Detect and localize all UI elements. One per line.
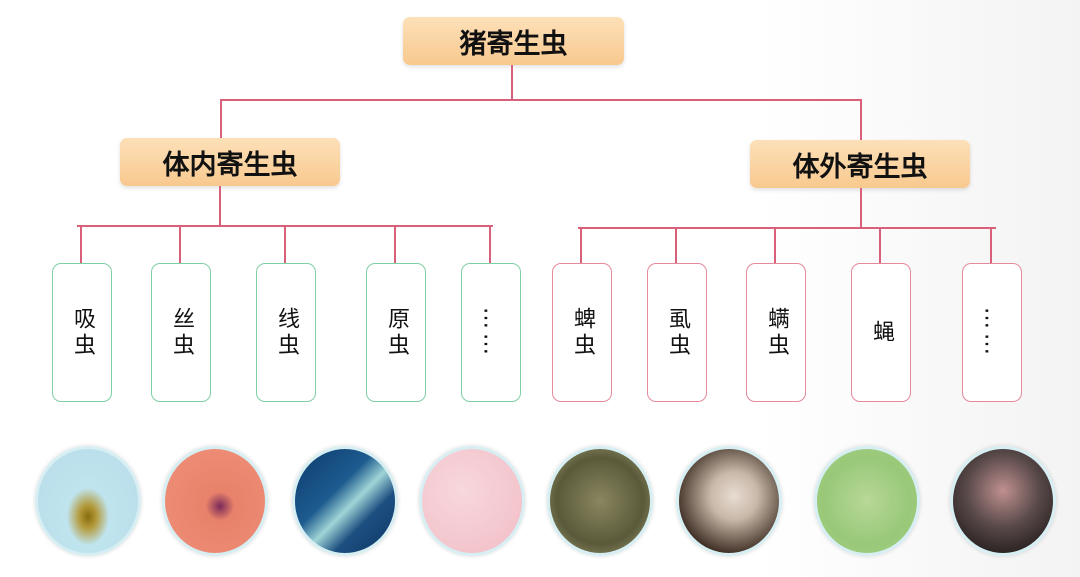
internal-node: 体内寄生虫: [120, 138, 340, 186]
connector: [578, 227, 996, 229]
root-label: 猪寄生虫: [459, 28, 568, 60]
connector: [489, 226, 491, 263]
connector: [284, 226, 286, 263]
tick-photo: [547, 446, 653, 556]
filaria-photo: [162, 446, 268, 556]
leaf-node: ……: [962, 263, 1022, 402]
connector: [879, 228, 881, 263]
external-label: 体外寄生虫: [792, 151, 928, 183]
leaf-node: 原虫: [366, 263, 426, 402]
leaf-node: 蝇: [851, 263, 911, 402]
nematode-photo: [292, 446, 398, 556]
leaf-node: 线虫: [256, 263, 316, 402]
connector: [80, 226, 82, 263]
leaf-label: 虱虫: [665, 306, 690, 359]
internal-label: 体内寄生虫: [162, 149, 298, 181]
connector: [511, 65, 513, 101]
connector: [860, 188, 862, 228]
leaf-label: ……: [979, 306, 1005, 359]
connector: [179, 226, 181, 263]
mite-photo: [814, 446, 920, 556]
leaf-label: ……: [478, 306, 504, 359]
leaf-label: 丝虫: [169, 306, 194, 359]
leaf-node: ……: [461, 263, 521, 402]
fluke-photo: [35, 446, 141, 556]
leaf-label: 线虫: [274, 306, 299, 359]
leaf-label: 吸虫: [70, 306, 95, 359]
fly-maggot-photo: [950, 446, 1056, 556]
connector: [774, 228, 776, 263]
connector: [220, 99, 862, 101]
leaf-node: 虱虫: [647, 263, 707, 402]
leaf-node: 吸虫: [52, 263, 112, 402]
leaf-label: 蜱虫: [570, 306, 595, 359]
connector: [990, 228, 992, 263]
root-node: 猪寄生虫: [403, 17, 624, 65]
connector: [220, 99, 222, 139]
external-node: 体外寄生虫: [750, 140, 970, 188]
leaf-label: 螨虫: [764, 306, 789, 359]
louse-photo: [676, 446, 782, 556]
connector: [219, 186, 221, 226]
connector: [860, 99, 862, 141]
leaf-label: 原虫: [384, 306, 409, 359]
connector: [394, 226, 396, 263]
leaf-node: 蜱虫: [552, 263, 612, 402]
leaf-node: 丝虫: [151, 263, 211, 402]
leaf-node: 螨虫: [746, 263, 806, 402]
protozoa-photo: [419, 446, 525, 556]
leaf-label: 蝇: [869, 319, 894, 346]
connector: [675, 228, 677, 263]
connector: [580, 228, 582, 263]
